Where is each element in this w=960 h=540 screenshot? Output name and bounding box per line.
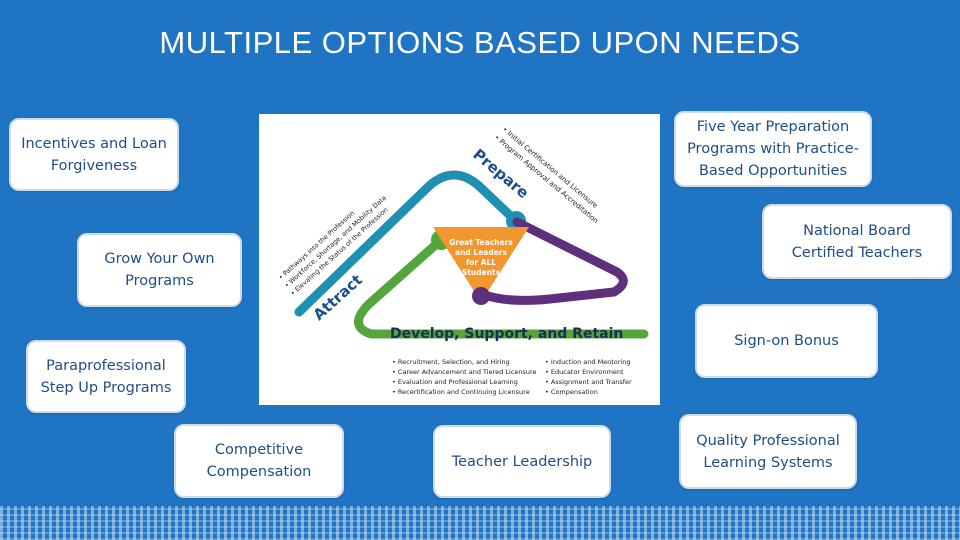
develop-bullet-left: • Evaluation and Professional Learning	[392, 378, 518, 386]
talent-cycle-diagram: Great Teachers and Leaders for ALL Stude…	[259, 114, 660, 405]
card-line: Certified Teachers	[792, 242, 922, 264]
card-line: National Board	[792, 220, 922, 242]
bottom-texture	[0, 506, 960, 540]
talent-cycle-svg: Great Teachers and Leaders for ALL Stude…	[259, 114, 660, 405]
develop-bullet-left: • Career Advancement and Tiered Licensur…	[392, 368, 536, 376]
card-line: Grow Your Own	[104, 248, 214, 270]
card-line: Programs	[104, 270, 214, 292]
card-line: Learning Systems	[696, 452, 840, 474]
develop-label: Develop, Support, and Retain	[390, 326, 623, 342]
card-line: Quality Professional	[696, 430, 840, 452]
develop-bullet-right: • Assignment and Transfer	[545, 378, 632, 386]
card-line: Competitive	[207, 439, 312, 461]
develop-bullet-left: • Recruitment, Selection, and Hiring	[392, 358, 510, 366]
center-text-line: for ALL	[466, 258, 496, 267]
card-line: Incentives and Loan	[21, 133, 167, 155]
card-line: Step Up Programs	[41, 377, 172, 399]
center-text-line: Students	[462, 268, 501, 277]
develop-bullet-left: • Recertification and Continuing Licensu…	[392, 388, 530, 396]
center-text-line: and Leaders	[455, 248, 507, 257]
develop-bullet-right: • Induction and Mentoring	[545, 358, 631, 366]
develop-bullet-right: • Compensation	[545, 388, 598, 396]
develop-node	[472, 287, 490, 305]
card-line: Five Year Preparation	[687, 116, 859, 138]
card-sign-on-bonus: Sign-on Bonus	[695, 304, 878, 378]
card-line: Compensation	[207, 461, 312, 483]
card-line: Programs with Practice-	[687, 138, 859, 160]
card-teacher-leadership: Teacher Leadership	[433, 425, 611, 498]
center-text-line: Great Teachers	[449, 238, 513, 247]
develop-bullet-right: • Educator Environment	[545, 368, 624, 376]
card-line: Forgiveness	[21, 155, 167, 177]
slide-title: MULTIPLE OPTIONS BASED UPON NEEDS	[140, 25, 820, 61]
card-line: Based Opportunities	[687, 160, 859, 182]
card-line: Paraprofessional	[41, 355, 172, 377]
card-line: Sign-on Bonus	[734, 330, 839, 352]
card-line: Teacher Leadership	[452, 451, 593, 473]
